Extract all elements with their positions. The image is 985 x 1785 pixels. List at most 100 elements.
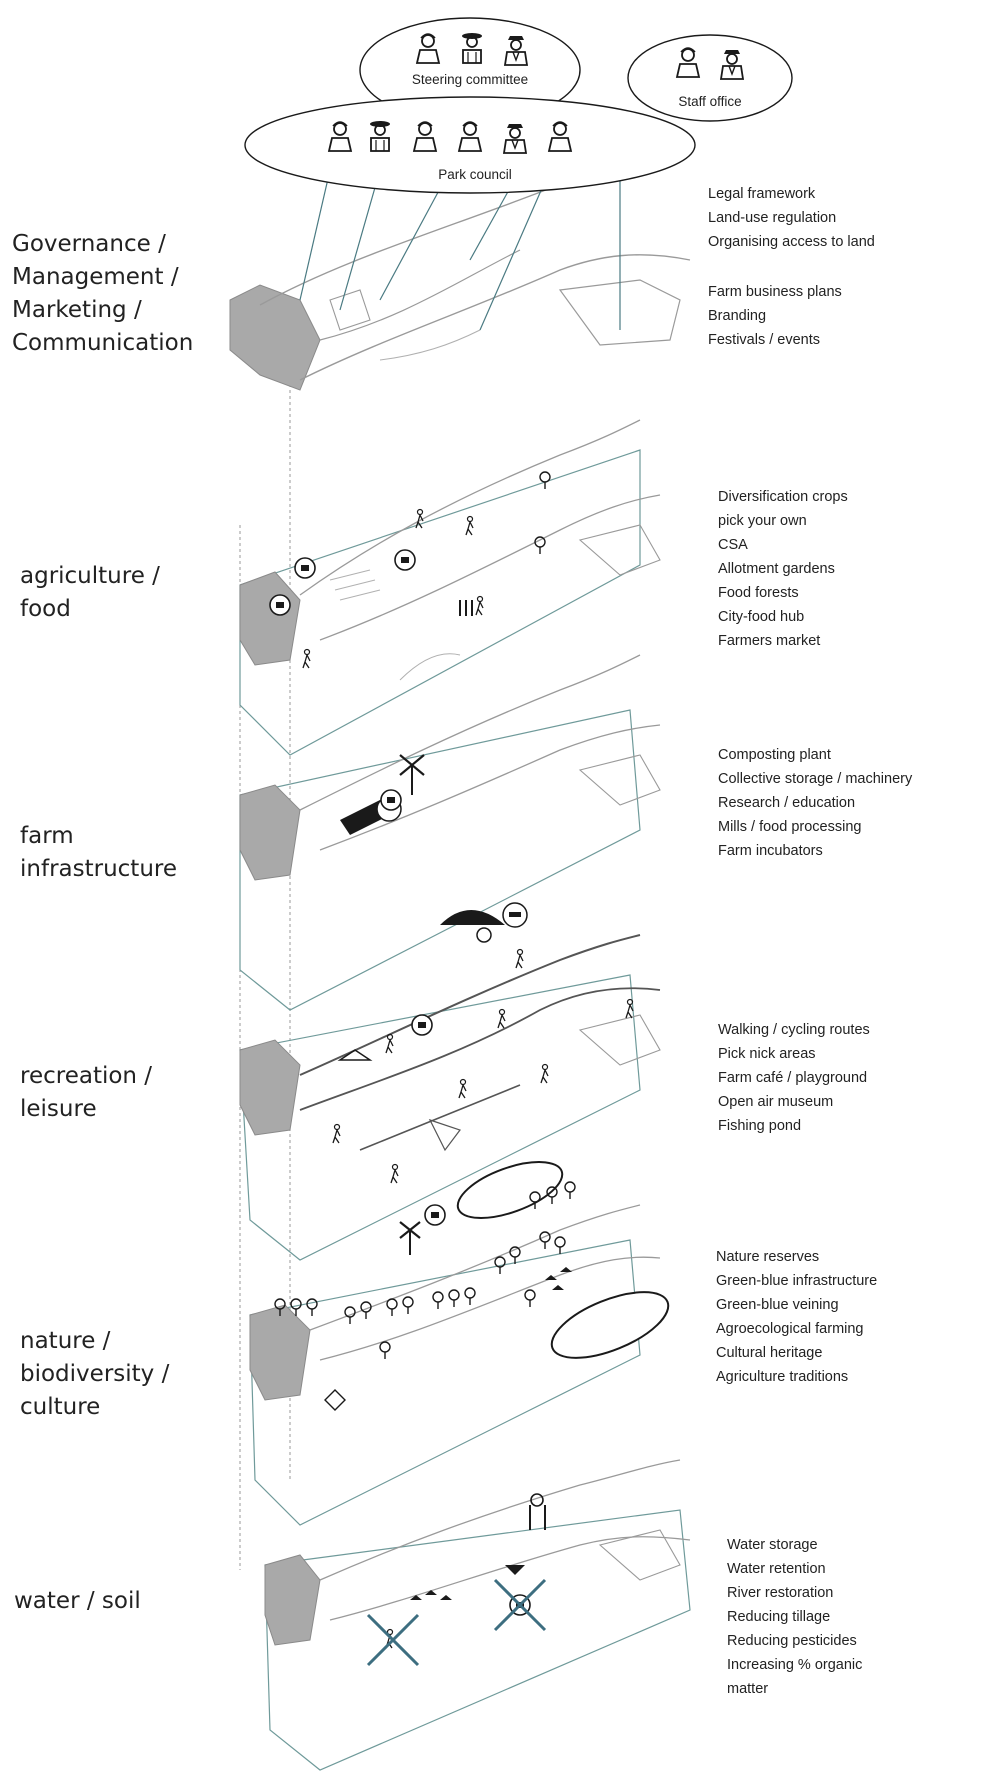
water-storage-icon — [505, 1565, 525, 1575]
layer-title-line: nature / — [20, 1328, 111, 1354]
list-item: Mills / food processing — [718, 819, 862, 835]
governance-map — [229, 159, 691, 391]
layer-title-line: water / soil — [14, 1588, 141, 1614]
layer-title-nature: nature / biodiversity / culture — [20, 1325, 169, 1424]
layer-title-line: culture — [20, 1394, 101, 1420]
list-item: Green-blue infrastructure — [716, 1273, 878, 1289]
hiker-icon — [332, 1123, 341, 1144]
list-item: Composting plant — [718, 747, 831, 763]
hiker-icon — [302, 648, 311, 669]
layer-title-line: food — [20, 596, 71, 622]
no-pesticides-icon — [493, 1578, 547, 1632]
layer-title-water-soil: water / soil — [14, 1585, 141, 1618]
layer-title-line: infrastructure — [20, 856, 177, 882]
nature-map — [249, 1161, 670, 1526]
items-governance-marketing: Farm business plans Branding Festivals /… — [708, 280, 842, 352]
list-item: Green-blue veining — [716, 1297, 839, 1313]
tree-icon — [386, 1298, 398, 1317]
list-item: Farm business plans — [708, 284, 842, 300]
storage-barn-icon — [440, 910, 505, 925]
tree-icon — [432, 1291, 444, 1310]
layer-title-line: Communication — [12, 330, 194, 356]
list-item: Festivals / events — [708, 332, 821, 348]
soil-icon — [410, 1590, 452, 1600]
mill-icon — [380, 789, 402, 811]
picker-icon — [465, 515, 474, 536]
nature-reserve-icon — [456, 1161, 564, 1219]
layer-title-governance: Governance / Management / Marketing / Co… — [12, 228, 193, 360]
list-item: Allotment gardens — [718, 561, 835, 577]
museum-icon — [411, 1014, 433, 1036]
layer-title-line: leisure — [20, 1096, 97, 1122]
items-agriculture: Diversification crops pick your own CSA … — [718, 485, 848, 653]
list-item: Reducing pesticides — [727, 1633, 857, 1649]
list-item: Pick nick areas — [718, 1046, 816, 1062]
playground-icon — [497, 1008, 506, 1029]
cyclist-icon — [385, 1033, 394, 1054]
nature-reserve-icon — [550, 1291, 670, 1359]
garden-icon — [415, 508, 424, 529]
agriculture-map — [239, 419, 661, 756]
list-item: Farmers market — [718, 633, 821, 649]
list-item: Land-use regulation — [708, 210, 837, 226]
list-item: Collective storage / machinery — [718, 771, 913, 787]
tree-icon — [448, 1289, 460, 1308]
items-water-soil: Water storage Water retention River rest… — [727, 1533, 862, 1701]
tree-icon — [554, 1236, 566, 1255]
layer-title-line: recreation / — [20, 1063, 153, 1089]
list-item: CSA — [718, 537, 748, 553]
list-item: City-food hub — [718, 609, 805, 625]
layer-title-line: Management / — [12, 264, 179, 290]
food-icon — [394, 549, 416, 571]
walker-icon — [458, 1078, 467, 1099]
staff-office-label: Staff office — [678, 94, 742, 109]
list-item: pick your own — [718, 513, 807, 529]
list-item: Water storage — [727, 1537, 818, 1553]
tree-icon — [360, 1301, 372, 1320]
layer-title-line: biodiversity / — [20, 1361, 170, 1387]
list-item: Open air museum — [718, 1094, 834, 1110]
market-badge-icon — [294, 557, 316, 579]
harvest-icon — [475, 595, 484, 616]
shop-icon — [269, 594, 291, 616]
list-item: Farm incubators — [718, 843, 823, 859]
water-hands-icon — [529, 1493, 546, 1530]
layer-title-agriculture: agriculture / food — [20, 560, 160, 626]
cyclist-icon — [540, 1063, 549, 1084]
list-item: Agriculture traditions — [716, 1369, 849, 1385]
list-item: Walking / cycling routes — [718, 1022, 870, 1038]
list-item: Organising access to land — [708, 234, 875, 250]
items-nature: Nature reserves Green-blue infrastructur… — [716, 1245, 877, 1389]
heritage-marker-icon — [324, 1389, 346, 1411]
layer-title-line: farm — [20, 823, 74, 849]
no-tillage-icon — [366, 1613, 420, 1667]
list-item: Legal framework — [708, 186, 816, 202]
fork-icon — [459, 600, 473, 616]
list-item: Fishing pond — [718, 1118, 802, 1134]
heritage-icon — [424, 1204, 446, 1226]
windmill-icon — [399, 754, 425, 795]
layer-title-line: Marketing / — [12, 297, 142, 323]
water-soil-map — [264, 1459, 691, 1771]
list-item: matter — [727, 1681, 769, 1697]
items-farm-infrastructure: Composting plant Collective storage / ma… — [718, 743, 912, 863]
list-item: Diversification crops — [718, 489, 848, 505]
layer-title-line: Governance / — [12, 231, 166, 257]
list-item: Nature reserves — [716, 1249, 820, 1265]
items-governance-legal: Legal framework Land-use regulation Orga… — [708, 182, 875, 254]
staff-office-oval — [627, 34, 793, 122]
list-item: Cultural heritage — [716, 1345, 823, 1361]
list-item: Farm café / playground — [718, 1070, 868, 1086]
fishing-icon — [390, 1163, 399, 1184]
layer-title-line: agriculture / — [20, 563, 160, 589]
list-item: Water retention — [727, 1561, 826, 1577]
recreation-map — [239, 934, 661, 1261]
list-item: Branding — [708, 308, 767, 324]
cyclist-icon — [625, 998, 634, 1019]
machinery-icon — [476, 927, 492, 943]
layer-title-farm-infrastructure: farm infrastructure — [20, 820, 177, 886]
picnic-icon — [337, 1049, 373, 1061]
list-item: River restoration — [727, 1585, 834, 1601]
list-item: Agroecological farming — [716, 1321, 864, 1337]
